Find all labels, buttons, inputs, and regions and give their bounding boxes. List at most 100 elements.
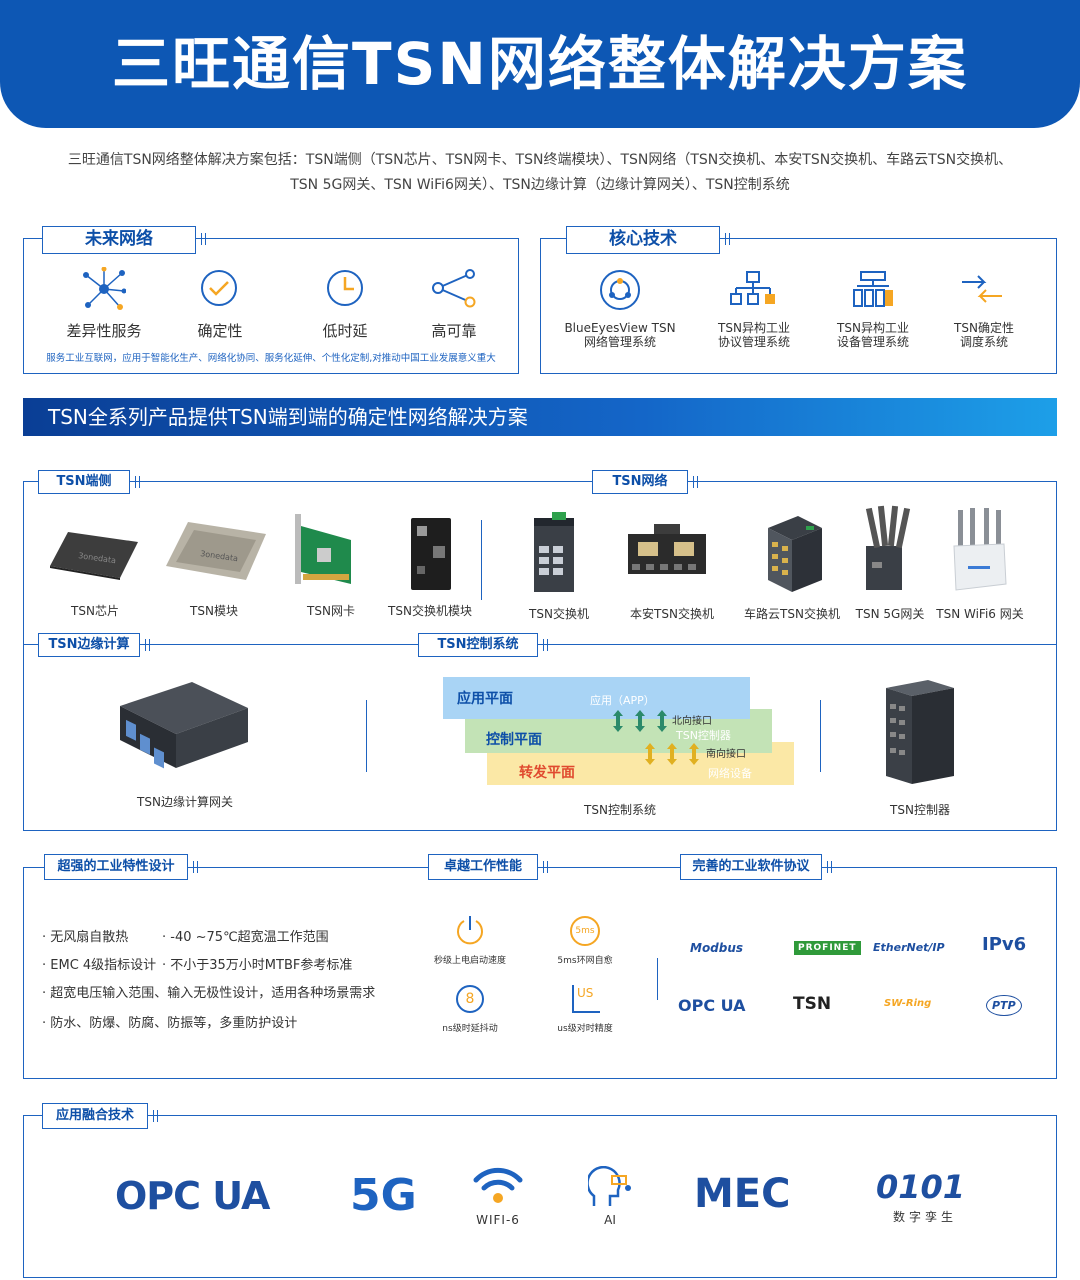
- tsn-switch-module-image: [411, 518, 451, 590]
- tsn-switch-image: [534, 512, 574, 592]
- future-item-label: 确定性: [197, 322, 243, 340]
- tsn-network-tag: TSN网络: [592, 470, 688, 494]
- tsn-module-image: 3onedata: [166, 522, 266, 580]
- feature-text: -40 ~75℃超宽温工作范围: [170, 930, 329, 945]
- share-nodes-icon: [432, 269, 476, 308]
- perf-glyph: 8: [465, 991, 475, 1007]
- perf-label: us级对时精度: [557, 1024, 613, 1034]
- feature-text: 不小于35万小时MTBF参考标准: [170, 958, 353, 973]
- core-item: TSN异构工业 协议管理系统: [694, 321, 814, 349]
- tsn-nic-image: [295, 514, 351, 584]
- north-arrows-icon: [613, 710, 667, 732]
- page-title: 三旺通信TSN网络整体解决方案: [0, 0, 1080, 128]
- tag-tick: [543, 861, 548, 873]
- core-item-line2: 网络管理系统: [583, 335, 656, 349]
- clock-icon: [327, 270, 363, 306]
- ptp-logo: PTP: [986, 995, 1022, 1016]
- tsn-controller-image: [886, 680, 954, 784]
- feature-bullet: · 无风扇自散热: [42, 930, 129, 945]
- vehicle-road-cloud-switch-image: [768, 516, 822, 592]
- tag-tick: [201, 233, 206, 245]
- digital-twin-logo: 0101: [876, 1168, 966, 1206]
- column-divider: [481, 520, 482, 600]
- feature-text: 无风扇自散热: [50, 930, 129, 945]
- core-item-line2: 协议管理系统: [717, 335, 790, 349]
- future-item-label: 高可靠: [431, 322, 477, 340]
- controller-label: TSN控制器: [890, 803, 950, 817]
- tag-tick: [693, 476, 698, 488]
- feature-bullet: · -40 ~75℃超宽温工作范围: [162, 930, 329, 945]
- edge-gateway-image: [120, 682, 248, 769]
- controller-text: TSN控制器: [676, 729, 731, 742]
- network-device-text: 网络设备: [708, 767, 752, 780]
- feature-text: 超宽电压输入范围、输入无极性设计，适用各种场景需求: [50, 986, 376, 1001]
- product-label: TSN芯片: [71, 604, 119, 618]
- opc-ua-logo: OPC UA: [678, 996, 746, 1015]
- future-item-label: 低时延: [322, 322, 368, 340]
- edge-gateway-label: TSN边缘计算网关: [137, 795, 233, 809]
- server-rack-icon: [853, 271, 893, 307]
- control-plane-label: 控制平面: [486, 732, 542, 748]
- core-item: TSN确定性 调度系统: [924, 321, 1044, 349]
- feature-bullet: · EMC 4级指标设计: [42, 958, 157, 973]
- 5ms-icon: 5ms: [570, 916, 600, 946]
- tag-tick: [193, 861, 198, 873]
- future-network-tag: 未来网络: [42, 226, 196, 254]
- modbus-logo: Modbus: [690, 941, 744, 955]
- core-item: BlueEyesView TSN 网络管理系统: [560, 321, 680, 349]
- core-item-line1: TSN异构工业: [718, 321, 790, 335]
- control-system-label: TSN控制系统: [584, 803, 656, 817]
- tag-tick: [543, 639, 548, 651]
- future-note: 服务工业互联网，应用于智能化生产、网络化协同、服务化延伸、个性化定制,对推动中国…: [46, 353, 496, 364]
- check-circle-icon: [201, 270, 237, 306]
- tag-tick: [145, 639, 150, 651]
- application-plane: [443, 677, 750, 719]
- tsn-logo: TSN: [793, 994, 832, 1014]
- intro-line-1: 三旺通信TSN网络整体解决方案包括：TSN端侧（TSN芯片、TSN网卡、TSN终…: [67, 152, 1013, 168]
- fusion-panel: [23, 1115, 1057, 1278]
- tsn-edge-tag: TSN边缘计算: [38, 633, 140, 657]
- digital-twin-label: 数字孪生: [892, 1210, 957, 1224]
- column-divider: [657, 958, 658, 1000]
- tag-tick: [135, 476, 140, 488]
- perf-glyph: US: [577, 986, 594, 1000]
- products-panel: [23, 481, 1057, 831]
- perf-label: 5ms环网自愈: [557, 956, 613, 966]
- application-plane-label: 应用平面: [457, 691, 513, 707]
- perf-label: 秒级上电启动速度: [433, 956, 506, 966]
- south-interface-label: 南向接口: [706, 749, 746, 760]
- tag-tick: [827, 861, 832, 873]
- tsn-end-tag: TSN端侧: [38, 470, 130, 494]
- network-graph-icon: [83, 267, 126, 310]
- tsn-chip-image: 3onedata: [50, 532, 138, 580]
- intro-line-2: TSN 5G网关、TSN WiFi6网关）、TSN边缘计算（边缘计算网关）、TS…: [290, 177, 790, 193]
- feature-bullet: · 不小于35万小时MTBF参考标准: [162, 958, 353, 973]
- globe-network-icon: [600, 270, 640, 310]
- column-divider: [820, 700, 821, 772]
- org-chart-icon: [730, 271, 775, 305]
- core-item-line2: 设备管理系统: [836, 335, 909, 349]
- product-label: 车路云TSN交换机: [744, 607, 840, 621]
- tag-tick: [153, 1110, 158, 1122]
- core-item-line2: 调度系统: [959, 335, 1008, 349]
- product-label: TSN交换机模块: [388, 604, 472, 618]
- core-tech-tag: 核心技术: [566, 226, 720, 254]
- app-text: 应用（APP）: [590, 694, 655, 707]
- opc-ua-large-logo: OPC UA: [115, 1174, 270, 1218]
- feature-bullet: · 超宽电压输入范围、输入无极性设计，适用各种场景需求: [42, 986, 376, 1001]
- intro-text: 三旺通信TSN网络整体解决方案包括：TSN端侧（TSN芯片、TSN网卡、TSN终…: [20, 148, 1060, 198]
- ipv6-logo: IPv6: [982, 934, 1027, 955]
- tsn-wifi6-gateway-image: [953, 508, 1007, 591]
- intrinsic-safe-switch-image: [628, 524, 706, 574]
- ethernet-ip-logo: EtherNet/IP: [873, 941, 945, 954]
- headline-text: TSN全系列产品提供TSN端到端的确定性网络解决方案: [48, 405, 528, 429]
- feature-text: 防水、防爆、防腐、防振等，多重防护设计: [50, 1016, 298, 1031]
- power-icon: [457, 916, 483, 945]
- product-label: TSN WiFi6 网关: [936, 607, 1024, 621]
- tsn-control-tag: TSN控制系统: [418, 633, 538, 657]
- future-network-panel: [23, 238, 519, 374]
- core-tech-panel: [540, 238, 1057, 374]
- mec-logo: MEC: [694, 1171, 791, 1217]
- tag-tick: [725, 233, 730, 245]
- wifi6-label: WIFI-6: [476, 1213, 520, 1227]
